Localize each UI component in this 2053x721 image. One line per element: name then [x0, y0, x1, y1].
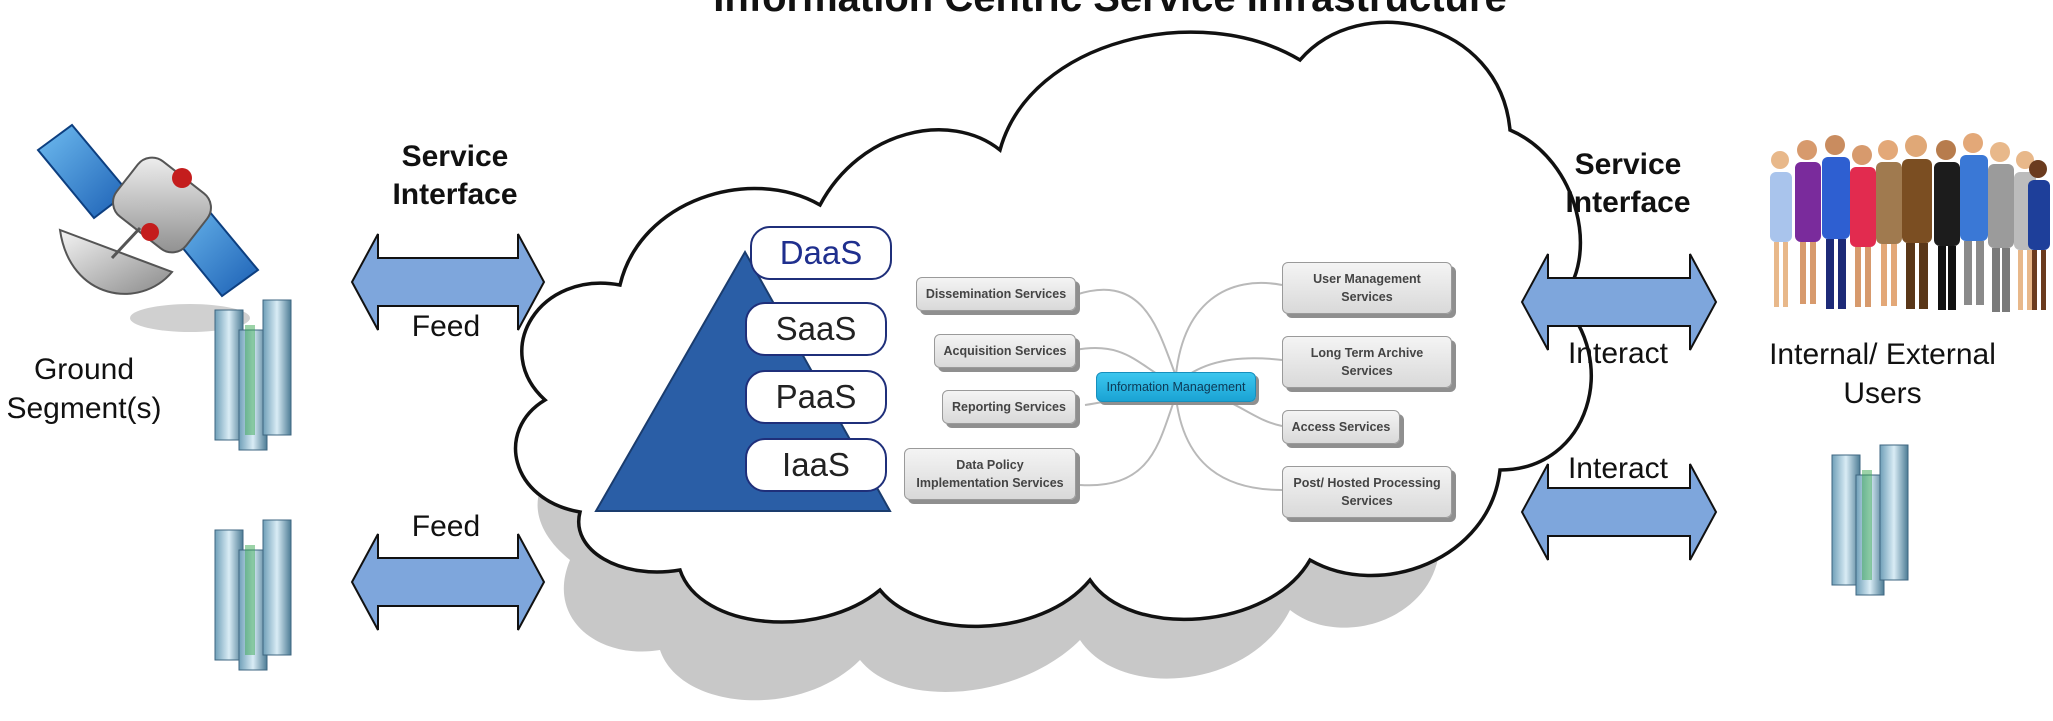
service-user-management: User Management Services — [1282, 262, 1452, 314]
people-group-icon — [1770, 133, 2050, 312]
right-interact-top-label: Interact — [1567, 337, 1669, 370]
left-service-interface-label: Service Interface — [392, 140, 518, 211]
service-acquisition: Acquisition Services — [934, 334, 1076, 368]
stack-layer-saas: SaaS — [745, 302, 887, 356]
cloud-outline — [513, 20, 1593, 629]
right-service-interface-label: Service Interface — [1565, 148, 1691, 219]
left-top-double-arrow — [350, 233, 546, 331]
double-arrows — [350, 233, 1718, 631]
service-data-policy: Data Policy Implementation Services — [904, 448, 1076, 500]
users-label: Internal/ External Users — [1769, 338, 1996, 410]
left-bottom-double-arrow — [350, 533, 546, 631]
right-top-double-arrow — [1520, 253, 1718, 351]
service-dissemination: Dissemination Services — [916, 277, 1076, 311]
stack-layer-daas: DaaS — [750, 226, 892, 280]
service-post-hosted-processing: Post/ Hosted Processing Services — [1282, 466, 1452, 518]
stack-layer-iaas: IaaS — [745, 438, 887, 492]
diagram-title: Information Centric Service Infrastructu… — [560, 0, 1660, 21]
stack-layer-paas: PaaS — [745, 370, 887, 424]
satellite-icon — [36, 123, 260, 332]
service-long-term-archive: Long Term Archive Services — [1282, 336, 1452, 388]
service-access: Access Services — [1282, 410, 1400, 444]
service-reporting: Reporting Services — [942, 390, 1076, 424]
hub-information-management: Information Management — [1096, 372, 1256, 402]
left-feed-bottom-label: Feed — [411, 510, 481, 543]
right-interact-bottom-label: Interact — [1567, 452, 1669, 485]
right-bottom-double-arrow — [1520, 463, 1718, 561]
left-feed-top-label: Feed — [411, 310, 481, 343]
ground-segment-label: Ground Segment(s) — [6, 353, 162, 425]
server-building-icon — [214, 299, 1909, 671]
